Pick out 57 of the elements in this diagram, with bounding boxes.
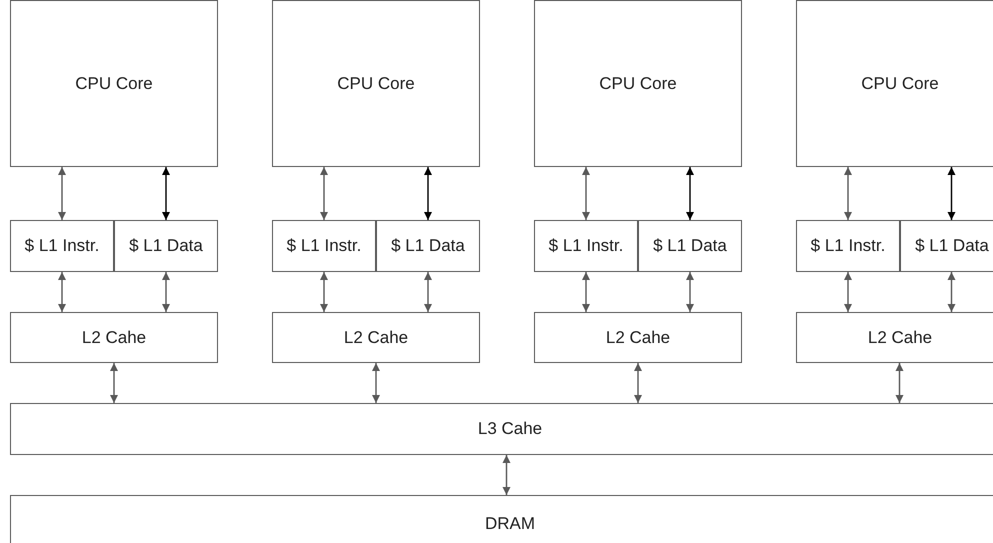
box-label: $ L1 Data <box>653 236 727 256</box>
box-label: DRAM <box>484 514 536 534</box>
double-arrow <box>424 167 432 220</box>
double-arrow <box>320 272 328 312</box>
cache-box <box>796 312 993 363</box>
cache-box <box>10 220 114 272</box>
double-arrow <box>582 272 590 312</box>
box-label: L2 Cahe <box>606 328 670 348</box>
cpu-core-box <box>272 0 480 167</box>
box-label: L2 Cahe <box>868 328 932 348</box>
cache-box <box>272 312 480 363</box>
cache-box <box>534 312 742 363</box>
double-arrow <box>582 167 590 220</box>
cache-box <box>10 403 993 455</box>
double-arrow <box>372 363 380 403</box>
box-label: $ L1 Data <box>129 236 203 256</box>
box-label: L3 Cahe <box>478 419 542 439</box>
cache-box <box>114 220 218 272</box>
double-arrow <box>58 272 66 312</box>
double-arrow <box>844 272 852 312</box>
box-label: CPU Core <box>861 74 939 94</box>
double-arrow <box>58 167 66 220</box>
box-label: CPU Core <box>337 74 415 94</box>
box-label: L2 Cahe <box>82 328 146 348</box>
cpu-core-box <box>796 0 993 167</box>
double-arrow <box>948 167 956 220</box>
double-arrow <box>896 363 904 403</box>
cache-box <box>272 220 376 272</box>
double-arrow <box>844 167 852 220</box>
double-arrow <box>320 167 328 220</box>
double-arrow <box>502 455 510 495</box>
double-arrow <box>686 272 694 312</box>
box-label: CPU Core <box>599 74 677 94</box>
cache-box <box>10 312 218 363</box>
cpu-core-box <box>534 0 742 167</box>
double-arrow <box>948 272 956 312</box>
double-arrow <box>162 167 170 220</box>
box-label: L2 Cahe <box>344 328 408 348</box>
double-arrow <box>686 167 694 220</box>
cache-box <box>376 220 480 272</box>
box-label: $ L1 Instr. <box>810 236 886 256</box>
cache-box <box>534 220 638 272</box>
cache-box <box>900 220 993 272</box>
double-arrow <box>424 272 432 312</box>
double-arrow <box>634 363 642 403</box>
box-label: CPU Core <box>75 74 153 94</box>
box-label: $ L1 Instr. <box>548 236 624 256</box>
box-label: $ L1 Data <box>915 236 989 256</box>
double-arrow <box>162 272 170 312</box>
memory-box <box>10 495 993 543</box>
box-label: $ L1 Data <box>391 236 465 256</box>
cache-box <box>796 220 900 272</box>
box-label: $ L1 Instr. <box>286 236 362 256</box>
cpu-core-box <box>10 0 218 167</box>
double-arrow <box>110 363 118 403</box>
cache-box <box>638 220 742 272</box>
box-label: $ L1 Instr. <box>24 236 100 256</box>
